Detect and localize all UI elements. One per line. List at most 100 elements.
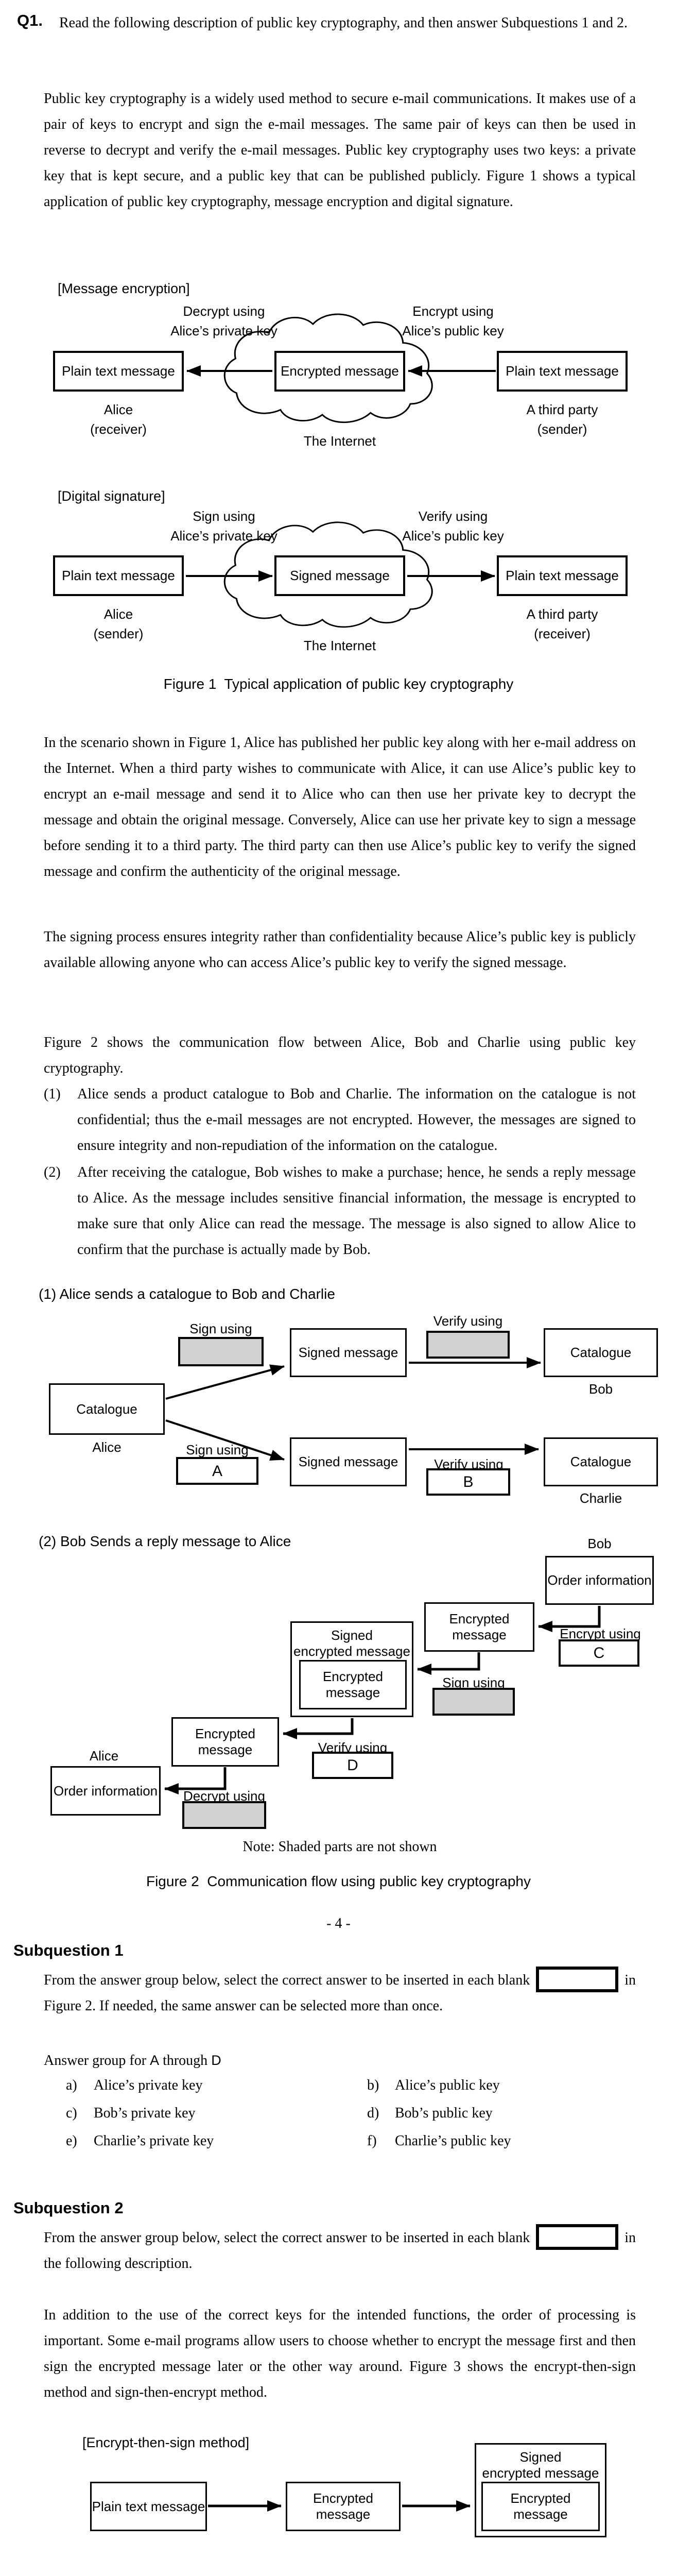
subq2-text-before: From the answer group below, select the … — [44, 2230, 530, 2246]
list-item-2: (2) After receiving the catalogue, Bob w… — [44, 1160, 636, 1263]
option-f-text: Charlie’s public key — [395, 2133, 511, 2149]
list-item-1-text: Alice sends a product catalogue to Bob a… — [77, 1086, 636, 1154]
fig2-p2-sign-key-shaded-box — [432, 1688, 515, 1716]
fig2-p1-catalogue-alice-box: Catalogue — [49, 1383, 165, 1435]
fig1-encryption-tag: [Message encryption] — [58, 281, 190, 296]
fig1-enc-plain-text-left-box: Plain text message — [53, 351, 184, 392]
fig2-p1-key-a-box: A — [176, 1457, 258, 1485]
fig3-arrows — [208, 2500, 471, 2512]
answer-group-ad-letter-d: D — [211, 2053, 221, 2068]
fig2-part1-title: (1) Alice sends a catalogue to Bob and C… — [39, 1286, 335, 1302]
answer-group-ad-prefix: Answer group for — [44, 2053, 150, 2069]
option-a-text: Alice’s private key — [94, 2077, 203, 2093]
option-d-marker: d) — [367, 2105, 379, 2121]
q1-label: Q1. — [17, 11, 43, 29]
fig1-enc-receiver-label: (receiver) — [90, 421, 147, 437]
fig3-ets-plain-text-box: Plain text message — [90, 2482, 207, 2531]
fig2-p1-sign-using-bottom-label: Sign using — [186, 1442, 249, 1458]
fig2-p2-key-d-box: D — [312, 1752, 393, 1779]
fig1-sig-verify-label: Verify using — [418, 509, 488, 524]
list-item-2-marker: (2) — [44, 1164, 61, 1180]
fig1-sig-receiver-label: (receiver) — [534, 626, 591, 641]
fig2-p2-order-info-alice-box: Order information — [50, 1766, 161, 1816]
fig1-sig-private-key-label: Alice’s private key — [170, 528, 277, 544]
option-f: f) Charlie’s public key — [367, 2128, 511, 2154]
fig2-p1-alice-label: Alice — [92, 1439, 121, 1455]
paragraph-3: The signing process ensures integrity ra… — [44, 929, 636, 971]
arrow-catalogue-to-signed-top — [165, 1364, 285, 1400]
fig3-ets-encrypted-box: Encrypted message — [286, 2482, 401, 2531]
fig2-p2-alice-label: Alice — [89, 1748, 119, 1764]
fig1-sig-plain-text-right-box: Plain text message — [497, 555, 628, 596]
option-b-marker: b) — [367, 2077, 379, 2093]
option-e: e) Charlie’s private key — [66, 2128, 214, 2154]
option-c-marker: c) — [66, 2105, 77, 2121]
paragraph-1: Public key cryptography is a widely used… — [44, 91, 636, 210]
fig2-p1-verify-key-shaded-box — [426, 1331, 510, 1359]
arrow-catalogue-to-signed-bottom — [165, 1419, 285, 1461]
fig2-p2-outer-label-line2: encrypted message — [293, 1643, 410, 1659]
q1-intro: Read the following description of public… — [59, 15, 628, 31]
arrow-encrypted-to-signed — [417, 1652, 480, 1675]
fig2-p1-sign-key-shaded-box — [178, 1337, 264, 1366]
page-number: - 4 - — [326, 1916, 351, 1931]
fig1-signature-tag: [Digital signature] — [58, 488, 165, 504]
fig1-enc-private-key-label: Alice’s private key — [170, 323, 277, 338]
fig1-enc-public-key-label: Alice’s public key — [402, 323, 504, 338]
fig2-p2-key-c-box: C — [559, 1639, 639, 1667]
fig2-p1-signed-message-top-box: Signed message — [290, 1328, 407, 1377]
option-b-text: Alice’s public key — [395, 2077, 500, 2093]
fig3-ets-outer-label-line1: Signed — [519, 2449, 562, 2465]
fig2-p2-encrypt-using-label: Encrypt using — [560, 1626, 641, 1641]
fig1-sig-third-party-label: A third party — [526, 606, 598, 622]
arrow-order-to-encrypted — [538, 1606, 601, 1632]
fig2-p2-inner-encrypted-box: Encrypted message — [299, 1660, 407, 1709]
fig2-p1-signed-message-bottom-box: Signed message — [290, 1437, 407, 1486]
fig1-enc-encrypt-label: Encrypt using — [412, 303, 494, 319]
fig3-ets-inner-encrypted-box: Encrypted message — [481, 2482, 600, 2531]
list-item-1-marker: (1) — [44, 1086, 61, 1102]
fig2-p2-encrypted-message-2-box: Encrypted message — [171, 1717, 279, 1767]
option-e-marker: e) — [66, 2133, 77, 2149]
fig1-sig-sign-label: Sign using — [193, 509, 255, 524]
fig1-enc-decrypt-label: Decrypt using — [183, 303, 265, 319]
subquestion-2-body: From the answer group below, select the … — [44, 2224, 636, 2277]
fig3-ets-outer-label-line2: encrypted message — [482, 2465, 599, 2481]
option-b: b) Alice’s public key — [367, 2073, 500, 2098]
paragraph-4: Figure 2 shows the communication flow be… — [44, 1035, 636, 1076]
subq1-blank-box — [536, 1967, 619, 1992]
fig2-p2-order-info-bob-box: Order information — [545, 1556, 654, 1605]
option-a: a)Alice’s private key — [66, 2073, 202, 2098]
arrow-encrypted2-to-order — [164, 1767, 227, 1794]
fig2-part2-arrows — [164, 1606, 601, 1794]
fig1-sig-sender-label: (sender) — [93, 626, 144, 641]
subquestion-2-paragraph: In addition to the use of the correct ke… — [44, 2307, 636, 2400]
fig2-caption: Figure 2 Communication flow using public… — [146, 1873, 531, 1889]
option-d-text: Bob’s public key — [395, 2105, 493, 2121]
fig1-sig-plain-text-left-box: Plain text message — [53, 555, 184, 596]
answer-group-ad-letter-a: A — [150, 2053, 160, 2068]
fig1-enc-internet-label: The Internet — [303, 433, 376, 449]
fig2-p1-key-b-box: B — [426, 1468, 510, 1496]
fig1-enc-encrypted-box: Encrypted message — [274, 351, 405, 392]
fig2-p1-catalogue-bob-box: Catalogue — [544, 1328, 658, 1377]
arrow-signed-to-encrypted2 — [283, 1718, 354, 1739]
fig1-sig-internet-label: The Internet — [303, 638, 376, 653]
option-f-marker: f) — [367, 2133, 377, 2149]
fig3-ste-tag: [Sign-then-encrypt method] — [82, 2575, 250, 2576]
subquestion-1-body: From the answer group below, select the … — [44, 1967, 636, 2019]
option-e-text: Charlie’s private key — [94, 2133, 214, 2149]
fig1-sig-signed-box: Signed message — [274, 555, 405, 596]
list-item-2-text: After receiving the catalogue, Bob wishe… — [77, 1164, 636, 1258]
fig2-p1-verify-using-top-label: Verify using — [433, 1313, 503, 1329]
fig2-p2-bob-label: Bob — [587, 1536, 612, 1551]
fig1-enc-plain-text-right-box: Plain text message — [497, 351, 628, 392]
q1-block: Q1. Read the following description of pu… — [17, 10, 637, 36]
subq1-text-after: in Figure 2. If needed, the same answer … — [44, 1972, 636, 2014]
fig2-p2-outer-label-line1: Signed — [331, 1628, 373, 1643]
fig1-sig-public-key-label: Alice’s public key — [402, 528, 504, 544]
fig1-sig-alice-label: Alice — [103, 606, 133, 622]
fig2-p1-sign-using-top-label: Sign using — [189, 1321, 252, 1336]
fig2-p2-encrypted-message-1-box: Encrypted message — [424, 1602, 534, 1652]
